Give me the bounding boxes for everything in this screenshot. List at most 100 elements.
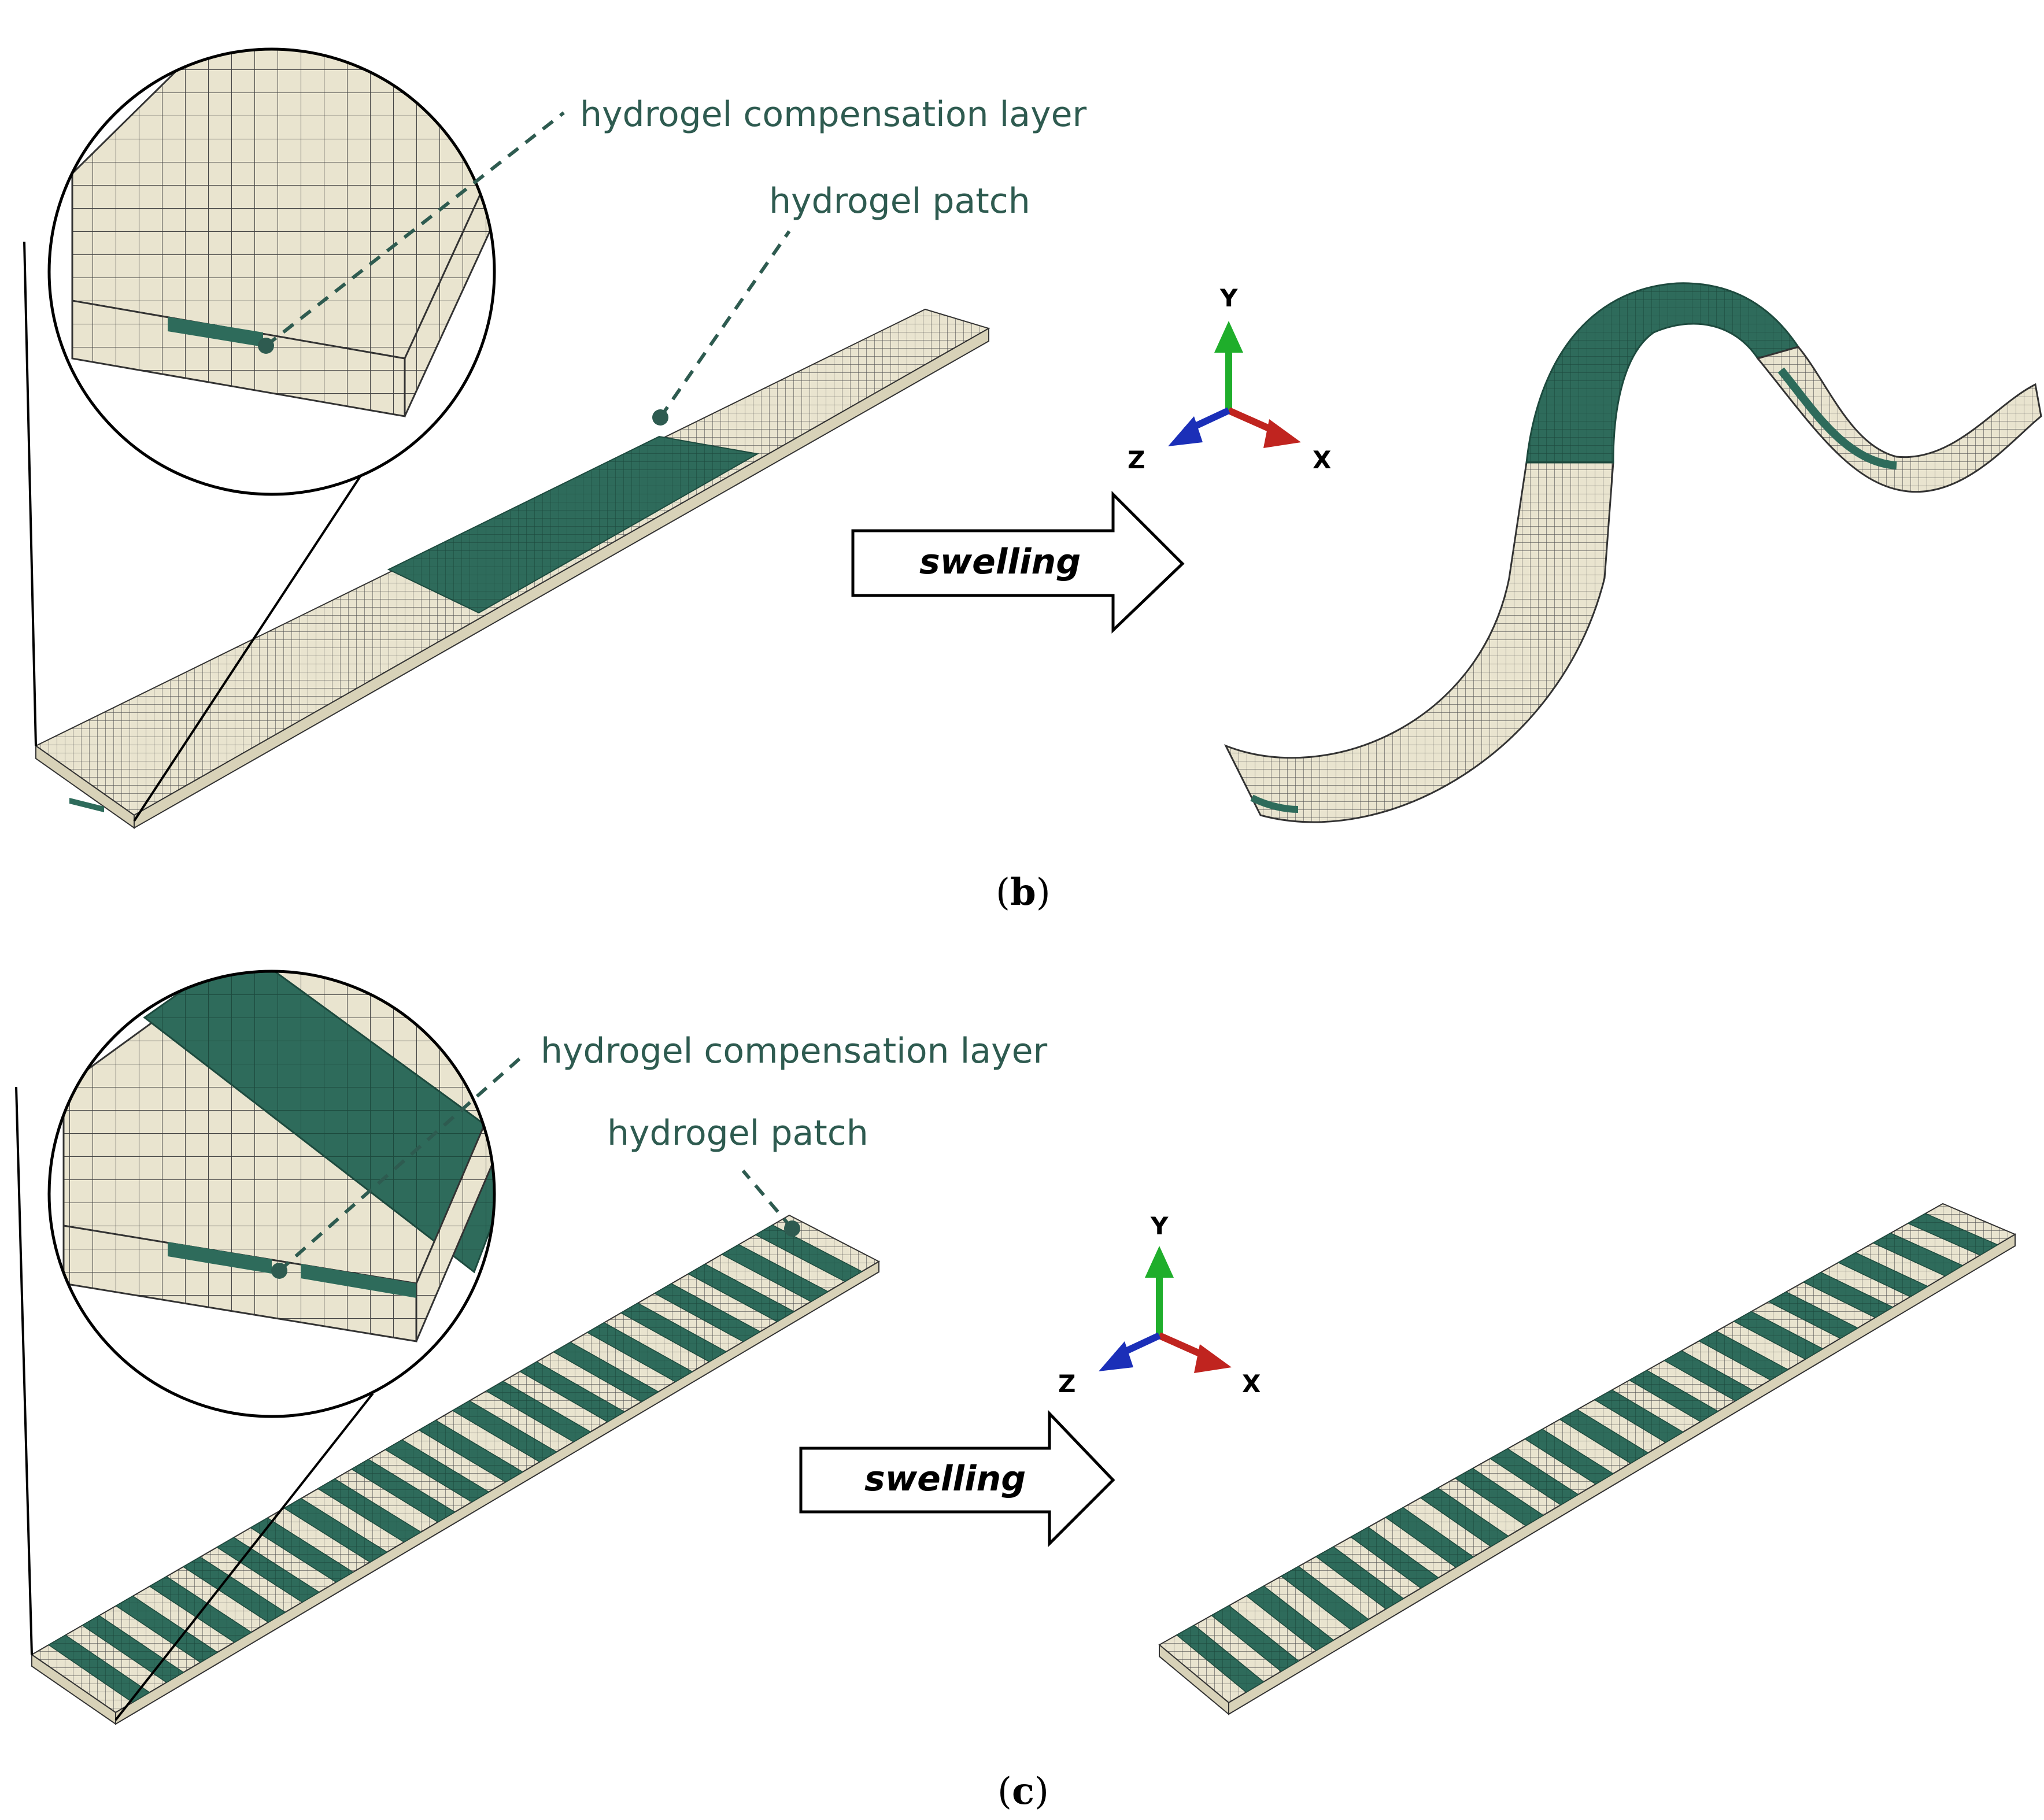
hydrogel-stripe xyxy=(1176,1625,1265,1693)
panel-b: hydrogel compensation layer hydrogel pat… xyxy=(23,47,2042,914)
leader-dot-compensation-c xyxy=(271,1263,287,1279)
leader-dot-compensation-b xyxy=(258,338,274,354)
leader-compensation-c xyxy=(278,1056,522,1272)
hydrogel-stripes-deformed-c xyxy=(1176,1213,1999,1693)
deformed-side-face-c xyxy=(1228,1233,2016,1715)
hydrogel-stripe xyxy=(250,1517,354,1583)
hydrogel-stripe xyxy=(1211,1605,1300,1672)
hydrogel-stripe xyxy=(182,1556,286,1623)
hydrogel-stripe xyxy=(653,1283,762,1342)
hydrogel-stripe xyxy=(47,1634,151,1703)
axis-x-label-c: X xyxy=(1242,1370,1261,1398)
zoom-line-bottom-c xyxy=(114,1392,374,1721)
leader-compensation-b xyxy=(265,111,565,347)
hydrogel-stripe xyxy=(519,1361,626,1423)
hydrogel-stripe xyxy=(216,1537,320,1603)
hydrogel-stripe xyxy=(1698,1330,1789,1381)
zoom-inset-b xyxy=(47,47,496,496)
inset-compensation-layer-c xyxy=(168,1242,272,1274)
hydrogel-stripe xyxy=(1454,1467,1544,1526)
hydrogel-stripe xyxy=(1489,1448,1579,1505)
deformed-tail-b xyxy=(1756,346,2042,493)
label-patch-b: hydrogel patch xyxy=(769,181,1030,221)
hydrogel-stripe xyxy=(1245,1585,1335,1651)
hydrogel-stripe xyxy=(115,1595,219,1663)
hydrogel-stripe xyxy=(1594,1389,1684,1443)
leader-patch-b xyxy=(659,230,791,419)
axis-y-label-c: Y xyxy=(1150,1212,1169,1240)
hydrogel-stripe xyxy=(350,1459,456,1523)
leader-patch-c xyxy=(741,1170,794,1230)
axis-y-arrow-b xyxy=(1214,321,1243,353)
hydrogel-compensation-edge-b xyxy=(69,798,104,812)
axis-triad-c: Y X Z xyxy=(1058,1212,1261,1398)
strip-flat-c xyxy=(31,1214,881,1725)
caption-b: (b) xyxy=(996,871,1051,914)
hydrogel-stripe xyxy=(687,1263,795,1322)
axis-x-arrow-c xyxy=(1194,1344,1232,1373)
axis-z-label-c: Z xyxy=(1058,1370,1075,1398)
hydrogel-stripe xyxy=(1385,1507,1474,1568)
hydrogel-stripe xyxy=(452,1400,558,1463)
hydrogel-stripe xyxy=(1733,1311,1824,1360)
label-compensation-b: hydrogel compensation layer xyxy=(580,94,1086,135)
axis-z-label-b: Z xyxy=(1128,446,1145,474)
inset-compensation-layer-b xyxy=(168,317,263,347)
strip-end-face-c xyxy=(31,1653,116,1725)
hydrogel-stripe xyxy=(1907,1213,1999,1256)
hydrogel-stripe xyxy=(1559,1409,1649,1464)
hydrogel-stripe xyxy=(384,1439,490,1503)
hydrogel-stripe xyxy=(721,1244,829,1303)
hydrogel-stripe xyxy=(1350,1526,1440,1589)
axis-z-arrow-c xyxy=(1099,1341,1133,1371)
hydrogel-stripe xyxy=(586,1322,693,1382)
hydrogel-stripe xyxy=(1524,1429,1614,1485)
hydrogel-stripe xyxy=(1663,1350,1754,1401)
axis-triad-b: Y X Z xyxy=(1128,284,1331,474)
strip-deformed-c xyxy=(1158,1203,2017,1716)
swelling-label-b: swelling xyxy=(919,542,1081,582)
hydrogel-stripe xyxy=(149,1576,253,1643)
leader-dot-patch-c xyxy=(784,1220,800,1237)
zoom-line-top-b xyxy=(23,241,37,746)
hydrogel-stripe xyxy=(485,1381,592,1442)
leader-dot-patch-b xyxy=(652,409,668,426)
swelling-arrow-b: swelling xyxy=(851,490,1185,634)
hydrogel-stripe xyxy=(1802,1271,1894,1318)
deformed-green-arch-b xyxy=(1525,282,1800,464)
hydrogel-stripe xyxy=(620,1303,727,1363)
hydrogel-stripe xyxy=(1315,1546,1404,1610)
hydrogel-stripe xyxy=(418,1419,524,1483)
hydrogel-stripe xyxy=(283,1497,388,1563)
zoom-inset-c xyxy=(47,970,496,1418)
strip-flat-b xyxy=(35,308,990,829)
label-compensation-c: hydrogel compensation layer xyxy=(541,1031,1047,1071)
deformed-beige-lower-b xyxy=(1224,461,1614,823)
caption-c: (c) xyxy=(997,1770,1049,1813)
hydrogel-stripe xyxy=(1280,1566,1370,1630)
inset-green-band-c xyxy=(143,971,494,1274)
zoom-line-bottom-b xyxy=(133,438,386,822)
hydrogel-stripe xyxy=(1768,1291,1859,1339)
swelling-arrow-c: swelling xyxy=(799,1410,1115,1548)
deformed-end-face-c xyxy=(1159,1643,1229,1716)
hydrogel-patch-region-b xyxy=(387,435,759,614)
panel-c: hydrogel compensation layer hydrogel pat… xyxy=(15,970,2017,1813)
hydrogel-stripe xyxy=(552,1341,660,1403)
hydrogel-stripe xyxy=(317,1478,422,1543)
hydrogel-stripe xyxy=(1420,1487,1509,1547)
swelling-label-c: swelling xyxy=(864,1459,1026,1499)
label-patch-c: hydrogel patch xyxy=(607,1113,868,1153)
axis-x-label-b: X xyxy=(1313,446,1331,474)
zoom-line-top-c xyxy=(15,1086,33,1655)
axis-z-arrow-b xyxy=(1168,416,1203,446)
strip-deformed-b xyxy=(1224,282,2042,823)
strip-end-face-b xyxy=(35,745,135,829)
axis-y-arrow-c xyxy=(1145,1246,1174,1278)
hydrogel-stripe xyxy=(1837,1252,1929,1297)
axis-x-arrow-b xyxy=(1263,419,1301,448)
axis-y-label-b: Y xyxy=(1219,284,1238,312)
hydrogel-stripe xyxy=(1628,1370,1719,1422)
hydrogel-stripe xyxy=(1872,1233,1964,1277)
